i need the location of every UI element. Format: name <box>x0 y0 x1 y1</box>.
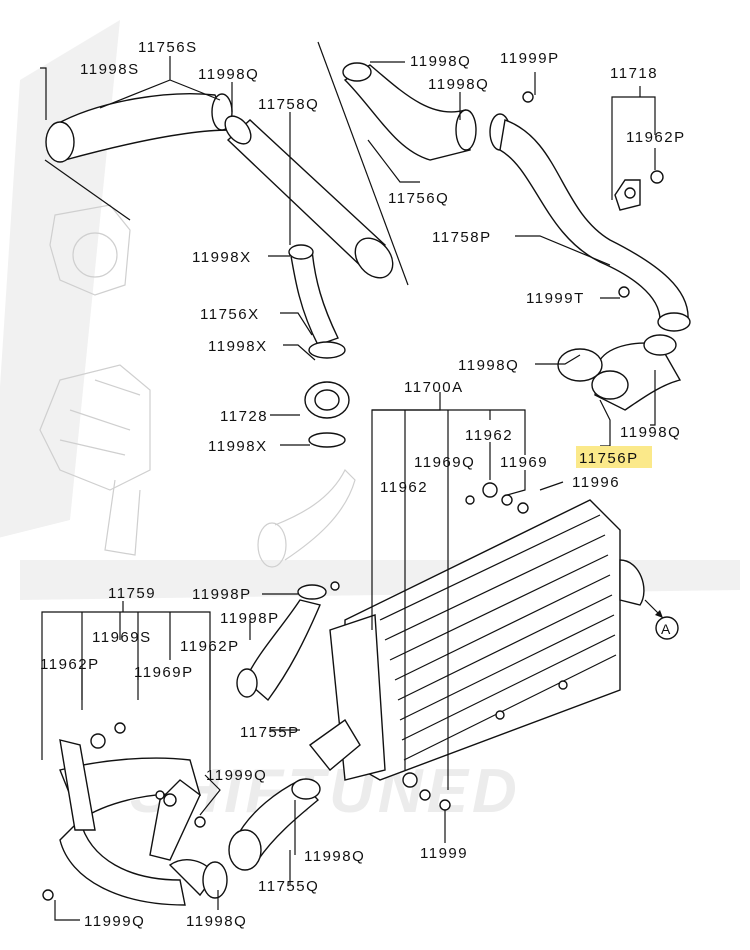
label-11962-a: 11962 <box>465 427 513 444</box>
label-11999q-a: 11999Q <box>206 767 267 784</box>
label-11962p-a: 11962P <box>626 129 686 146</box>
label-11969s: 11969S <box>92 629 152 646</box>
bracket-11718 <box>614 170 664 211</box>
hose-11756p <box>557 334 682 411</box>
label-11998q-c: 11998Q <box>428 76 489 93</box>
label-11758p: 11758P <box>432 229 492 246</box>
label-11962-b: 11962 <box>380 479 428 496</box>
label-11999: 11999 <box>420 845 468 862</box>
label-11996: 11996 <box>572 474 620 491</box>
label-11998x-b: 11998X <box>208 338 268 355</box>
pipe-11758p <box>499 119 691 332</box>
label-11999p: 11999P <box>500 50 560 67</box>
label-11728: 11728 <box>220 408 268 425</box>
label-11999q-b: 11999Q <box>84 913 145 930</box>
label-11962p-b: 11962P <box>180 638 240 655</box>
valve-11728 <box>304 381 350 448</box>
label-11756p: 11756P <box>579 450 639 467</box>
label-11998s: 11998S <box>80 61 140 78</box>
label-11755q: 11755Q <box>258 878 319 895</box>
fasteners <box>42 91 630 901</box>
reference-a-label: A <box>661 621 672 637</box>
label-11998q-b: 11998Q <box>410 53 471 70</box>
reference-a-marker: A <box>644 599 679 640</box>
label-11969q: 11969Q <box>414 454 475 471</box>
label-11999t: 11999T <box>526 290 585 307</box>
label-11969: 11969 <box>500 454 548 471</box>
hose-11755p <box>236 584 327 702</box>
pipe-11758q <box>224 41 409 286</box>
label-11758q: 11758Q <box>258 96 319 113</box>
label-11998q-a: 11998Q <box>198 66 259 83</box>
label-11998q-d: 11998Q <box>458 357 519 374</box>
label-11755p: 11755P <box>240 724 300 741</box>
label-11756q: 11756Q <box>388 190 449 207</box>
hose-11756x <box>288 244 346 359</box>
label-11998p-a: 11998P <box>192 586 252 603</box>
highlight-11756p <box>576 446 652 468</box>
label-11756s: 11756S <box>138 39 198 56</box>
label-11998q-f: 11998Q <box>304 848 365 865</box>
label-11756x: 11756X <box>200 306 260 323</box>
pipe-11759 <box>59 739 228 906</box>
intercooler-11700a <box>308 499 645 781</box>
label-11998q-g: 11998Q <box>186 913 247 930</box>
label-11998x-a: 11998X <box>192 249 252 266</box>
label-11759: 11759 <box>108 585 156 602</box>
label-11700a: 11700A <box>404 379 464 396</box>
label-11998x-c: 11998X <box>208 438 268 455</box>
label-11718: 11718 <box>610 65 658 82</box>
label-11998p-b: 11998P <box>220 610 280 627</box>
label-11962p-c: 11962P <box>40 656 100 673</box>
hose-11755q <box>228 778 321 871</box>
callout-labels: 11756S 11998S 11998Q 11758Q 11998Q 11999… <box>40 39 686 930</box>
label-11969p: 11969P <box>134 664 194 681</box>
label-11998q-e: 11998Q <box>620 424 681 441</box>
engine-reference-ghost <box>39 204 356 568</box>
